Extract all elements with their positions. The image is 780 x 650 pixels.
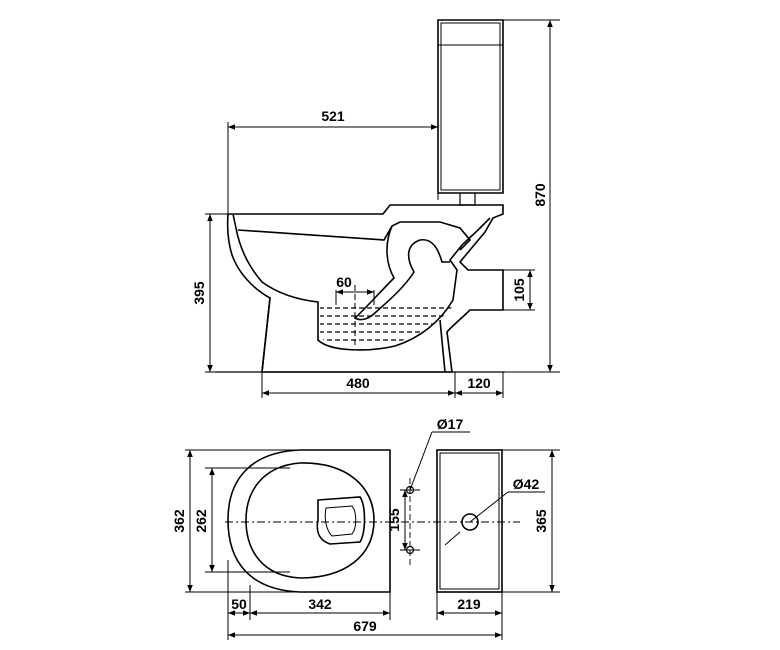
dim-bowl-outer-width: 362	[171, 509, 187, 533]
dim-total-length: 679	[353, 618, 377, 634]
side-view-dimensions	[205, 19, 560, 398]
dim-base-length: 480	[346, 375, 370, 391]
dim-tank-depth: 219	[457, 596, 481, 612]
side-view	[215, 19, 505, 373]
top-view-dimensions	[185, 431, 560, 640]
bowl-outline	[227, 449, 391, 593]
dim-rear-offset: 50	[231, 596, 247, 612]
water-hatch	[320, 305, 454, 348]
dim-tank-width: 365	[533, 509, 549, 533]
bowl-opening	[316, 496, 366, 545]
bowl-body	[215, 204, 505, 373]
top-view	[225, 449, 520, 593]
dim-top-length: 521	[321, 108, 345, 124]
cistern-tank	[437, 19, 504, 206]
dim-outlet-height: 105	[511, 278, 527, 302]
tank-top	[436, 449, 503, 593]
dim-outlet-diameter: 60	[336, 274, 352, 290]
dim-hole-spacing: 155	[386, 508, 402, 532]
side-view-labels: 521 870 395 105 60 480 120	[191, 108, 548, 391]
dim-inlet-diameter: Ø42	[513, 476, 540, 492]
dim-bowl-height: 395	[191, 281, 207, 305]
seat-outline	[245, 462, 375, 579]
dim-bowl-inner-width: 262	[193, 509, 209, 533]
dim-hole-diameter: Ø17	[437, 416, 464, 432]
top-view-labels: 362 262 155 Ø17 Ø42 365 50 342 219 679	[171, 416, 549, 634]
dim-total-height: 870	[532, 183, 548, 207]
dim-outlet-offset: 120	[467, 375, 491, 391]
dim-bowl-length: 342	[308, 596, 332, 612]
